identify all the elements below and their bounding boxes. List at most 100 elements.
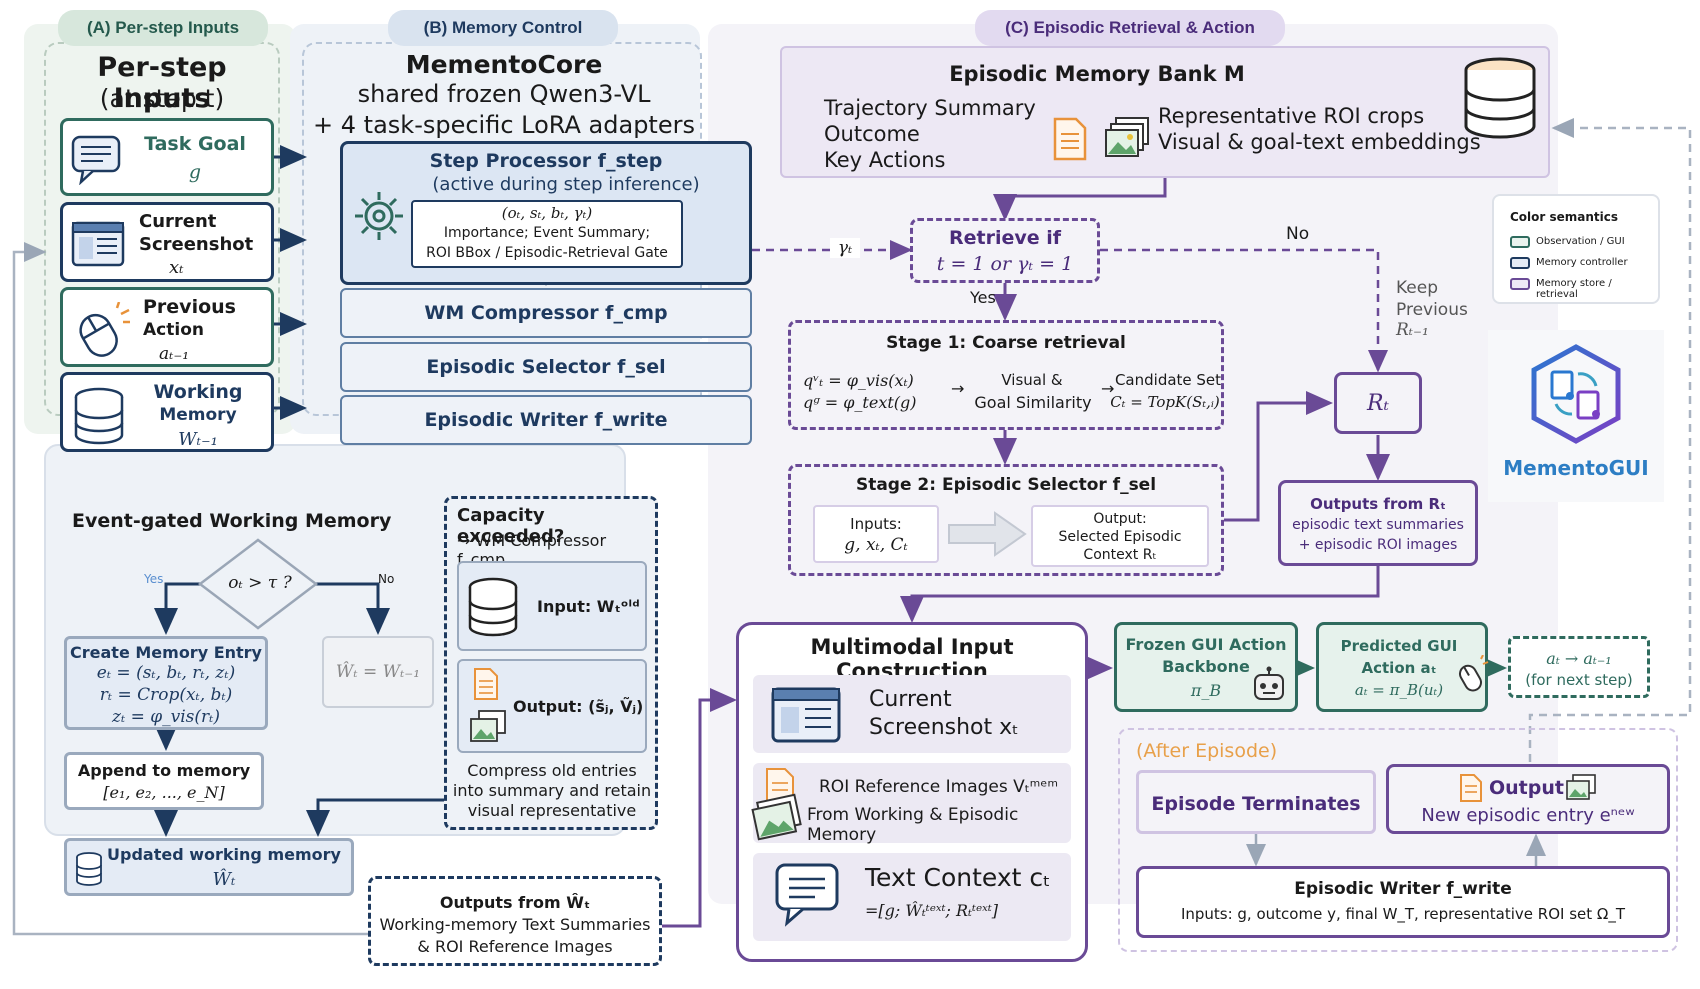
writer-title: Episodic Writer f_write <box>1294 879 1512 899</box>
append-to-memory[interactable]: Append to memory [e₁, e₂, ..., e_N] <box>64 752 264 810</box>
episodic-writer-box[interactable]: Episodic Writer f_write Inputs: g, outco… <box>1136 866 1670 938</box>
image-stack-icon <box>1105 117 1149 157</box>
section-a-label: (A) Per-step Inputs <box>58 10 268 46</box>
frozen-action-backbone[interactable]: Frozen GUI Action Backbone π_B <box>1114 622 1298 712</box>
legend-swatch-3 <box>1510 278 1530 290</box>
multimodal-input-construction[interactable]: Multimodal Input Construction Current Sc… <box>736 622 1088 962</box>
previous-label-2: Action <box>143 320 204 340</box>
episode-terminates-label: Episode Terminates <box>1151 793 1361 815</box>
core-title: MementoCore <box>405 50 603 79</box>
wm-yes-label: Yes <box>144 572 164 586</box>
create-line-2: rₜ = Crop(xₜ, bₜ) <box>99 685 233 705</box>
screenshot-card[interactable]: Current Screenshot xₜ <box>60 202 274 282</box>
previous-label-1: Previous <box>143 296 236 318</box>
mic-document-image-icon <box>751 768 802 841</box>
stage2-output-line-2: Selected Episodic <box>1058 529 1182 545</box>
wm-compressor-card[interactable]: WM Compressor f_cmp <box>340 288 752 338</box>
episodic-selector-card[interactable]: Episodic Selector f_sel <box>340 342 752 392</box>
step-output-tuple: (oₜ, sₜ, bₜ, γₜ) <box>501 204 593 222</box>
task-goal-card[interactable]: Task Goal g <box>60 118 274 196</box>
capacity-output-label: Output: (s̃ⱼ, Ṽⱼ) <box>513 697 644 716</box>
retrieve-condition: t = 1 or γₜ = 1 <box>936 253 1074 275</box>
wm-outputs-title: Outputs from Ŵₜ <box>439 893 591 912</box>
mic-screenshot-line-1: Current <box>869 687 952 712</box>
after-episode-frame <box>1118 728 1678 952</box>
episodic-writer-card[interactable]: Episodic Writer f_write <box>340 395 752 445</box>
stage2-title: Stage 2: Episodic Selector f_sel <box>855 475 1157 495</box>
new-episodic-entry-output[interactable]: Output New episodic entry eⁿᵉʷ <box>1386 764 1670 834</box>
arrow-wm-yes <box>154 582 200 635</box>
bank-left-line-1: Trajectory Summary <box>824 96 1036 120</box>
episodic-writer-label: Episodic Writer f_write <box>424 409 668 431</box>
episodic-memory-bank[interactable]: Episodic Memory Bank M Trajectory Summar… <box>780 46 1550 178</box>
stage1-query-text: qᵍ = φ_text(g) <box>803 393 917 412</box>
stage2-output-line-1: Output: <box>1093 511 1147 527</box>
section-b-label: (B) Memory Control <box>388 10 618 46</box>
rt-box[interactable]: Rₜ <box>1334 372 1422 434</box>
logo-hexagon-icon <box>1531 344 1621 444</box>
wm-condition: oₜ > τ ? <box>228 573 292 593</box>
legend-label-1: Observation / GUI <box>1536 236 1625 247</box>
robot-icon <box>1254 666 1284 700</box>
next-step-line-1: aₜ → aₜ₋₁ <box>1546 649 1612 668</box>
predicted-line-1: Predicted GUI <box>1340 637 1458 655</box>
capacity-document-icon <box>474 668 498 700</box>
capacity-note-2: into summary and retain <box>452 781 652 800</box>
stage1-similarity-1: Visual & <box>1001 371 1063 389</box>
step-processor-output-box: (oₜ, sₜ, bₜ, γₜ) Importance; Event Summa… <box>411 200 683 268</box>
retrieve-decision[interactable]: Retrieve if t = 1 or γₜ = 1 <box>910 218 1100 283</box>
arrow-wm-no <box>316 582 390 635</box>
arrow-newentry-to-bank <box>1528 118 1692 762</box>
episodic-selector-label: Episodic Selector f_sel <box>426 356 666 378</box>
output-image-icon <box>1566 774 1596 800</box>
chat-icon <box>71 135 121 185</box>
rt-outputs-line-1: episodic text summaries <box>1292 517 1464 533</box>
screenshot-label-2: Screenshot <box>139 234 254 255</box>
updated-database-icon <box>76 852 102 886</box>
episode-terminates[interactable]: Episode Terminates <box>1136 770 1376 834</box>
create-line-1: eₜ = (sₜ, bₜ, rₜ, zₜ) <box>96 663 236 683</box>
mic-screenshot-card: Current Screenshot xₜ <box>753 675 1071 753</box>
predicted-gui-action[interactable]: Predicted GUI Action aₜ aₜ = π_B(uₜ) <box>1316 622 1489 712</box>
create-memory-entry[interactable]: Create Memory Entry eₜ = (sₜ, bₜ, rₜ, zₜ… <box>64 636 268 730</box>
inputs-title: Per-step Inputs <box>97 52 227 114</box>
stage1-coarse-retrieval[interactable]: Stage 1: Coarse retrieval qᵛₜ = φ_vis(xₜ… <box>788 320 1224 430</box>
updated-symbol: Ŵₜ <box>212 869 236 890</box>
next-step-line-2: (for next step) <box>1525 671 1633 689</box>
arrow-wm-outputs-to-mic <box>662 688 737 928</box>
database-bank-icon <box>1464 57 1536 139</box>
browser-window-icon <box>71 221 125 267</box>
output-document-icon <box>1460 774 1482 802</box>
capacity-image-icon <box>470 710 506 742</box>
previous-action-card[interactable]: Previous Action aₜ₋₁ <box>60 287 274 367</box>
wm-compressor-label: WM Compressor f_cmp <box>424 302 668 324</box>
stage2-big-arrow <box>948 511 1027 557</box>
arrow-feedback-loop <box>12 242 368 936</box>
legend-title: Color semantics <box>1510 210 1619 224</box>
stage1-similarity-2: Goal Similarity <box>974 393 1092 412</box>
capacity-note-3: visual representative <box>467 801 637 820</box>
rt-outputs[interactable]: Outputs from Rₜ episodic text summaries … <box>1278 480 1478 566</box>
mic-screenshot-line-2: Screenshot xₜ <box>869 715 1019 740</box>
capacity-exceeded-box[interactable]: Capacity exceeded? → WM Compressor f_cmp… <box>444 496 658 830</box>
capacity-note-1: Compress old entries <box>467 761 637 780</box>
legend-label-2: Memory controller <box>1536 257 1628 268</box>
no-update-box: Ŵₜ = Wₜ₋₁ <box>322 636 434 708</box>
wm-label-1: Working <box>153 381 243 403</box>
color-legend: Color semantics Observation / GUI Memory… <box>1492 194 1660 304</box>
bank-right-line-2: Visual & goal-text embeddings <box>1158 130 1481 154</box>
inputs-subtitle: (at step t) <box>99 84 225 113</box>
rt-outputs-line-2: + episodic ROI images <box>1298 537 1458 553</box>
next-step-action[interactable]: aₜ → aₜ₋₁ (for next step) <box>1508 636 1650 698</box>
retrieve-yes-label: Yes <box>970 288 996 307</box>
updated-working-memory[interactable]: Updated working memory Ŵₜ <box>64 838 354 896</box>
working-memory-card[interactable]: Working Memory Wₜ₋₁ <box>60 372 274 452</box>
stage2-output-line-3: Context Rₜ <box>1083 547 1157 563</box>
step-processor-card[interactable]: Step Processor f_step (active during ste… <box>340 141 752 285</box>
wm-outputs-line-1: Working-memory Text Summaries <box>379 915 651 934</box>
writer-subtitle: Inputs: g, outcome y, final W_T, represe… <box>1180 905 1626 923</box>
stage2-episodic-selector[interactable]: Stage 2: Episodic Selector f_sel Inputs:… <box>788 464 1224 576</box>
keep-previous-line-1: Keep <box>1396 278 1439 298</box>
wm-outputs-box[interactable]: Outputs from Ŵₜ Working-memory Text Summ… <box>368 876 662 966</box>
retrieve-no-label: No <box>1286 224 1310 244</box>
